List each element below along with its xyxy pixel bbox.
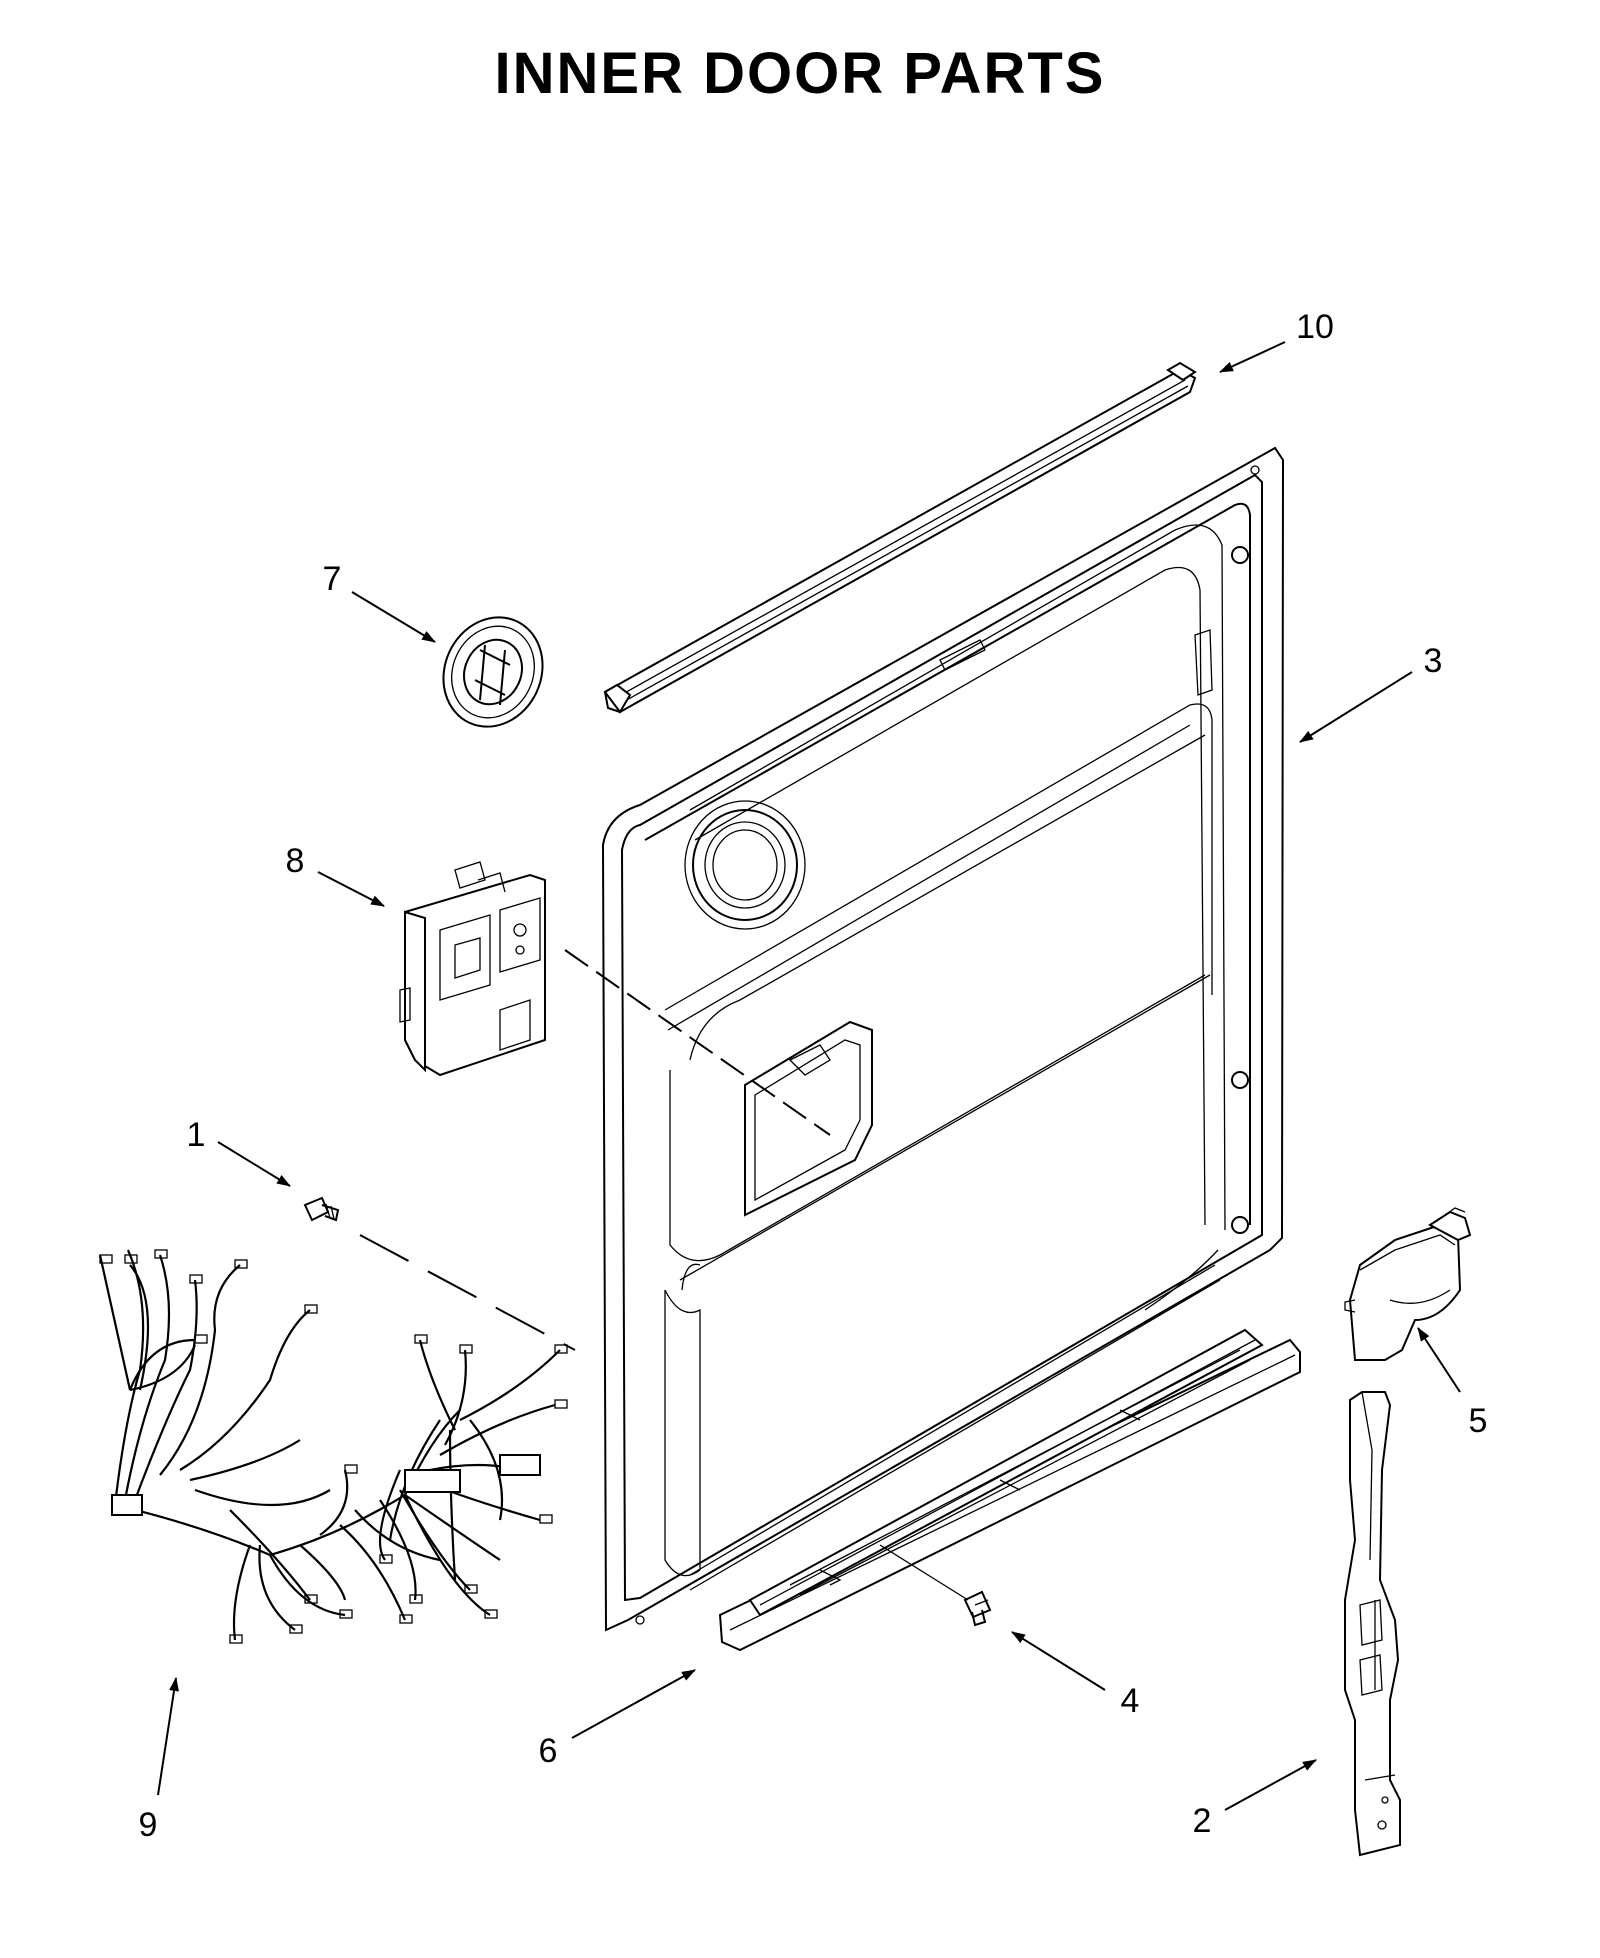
leader-arrows (157, 341, 1461, 1811)
callout-5: 5 (1469, 1402, 1488, 1440)
bottom-trim-rail[interactable] (718, 1328, 1301, 1652)
wire-harness[interactable] (98, 1249, 568, 1644)
door-gasket-strip[interactable] (603, 361, 1197, 714)
screw-bottom[interactable] (963, 1590, 992, 1627)
callout-9: 9 (139, 1806, 158, 1844)
inner-door-panel[interactable] (601, 446, 1285, 1632)
control-module[interactable] (399, 861, 546, 1077)
callout-8: 8 (286, 842, 305, 880)
callout-2: 2 (1193, 1802, 1212, 1840)
vent-duct-bracket[interactable] (1344, 1391, 1401, 1857)
screw-mount-line (359, 1234, 576, 1351)
screw-top[interactable] (303, 1196, 340, 1222)
callout-7: 7 (323, 560, 342, 598)
callout-1: 1 (187, 1116, 206, 1154)
callout-labels: 10 3 7 8 1 5 4 6 9 2 (139, 308, 1488, 1844)
screw-bottom-line (879, 1544, 969, 1601)
module-mount-line (564, 949, 831, 1136)
callout-3: 3 (1424, 642, 1443, 680)
vent-duct[interactable] (1344, 1207, 1472, 1361)
callout-10: 10 (1296, 308, 1334, 346)
callout-6: 6 (539, 1732, 558, 1770)
vent-cap[interactable] (426, 601, 560, 743)
callout-4: 4 (1121, 1682, 1140, 1720)
page-title: INNER DOOR PARTS (494, 41, 1106, 106)
